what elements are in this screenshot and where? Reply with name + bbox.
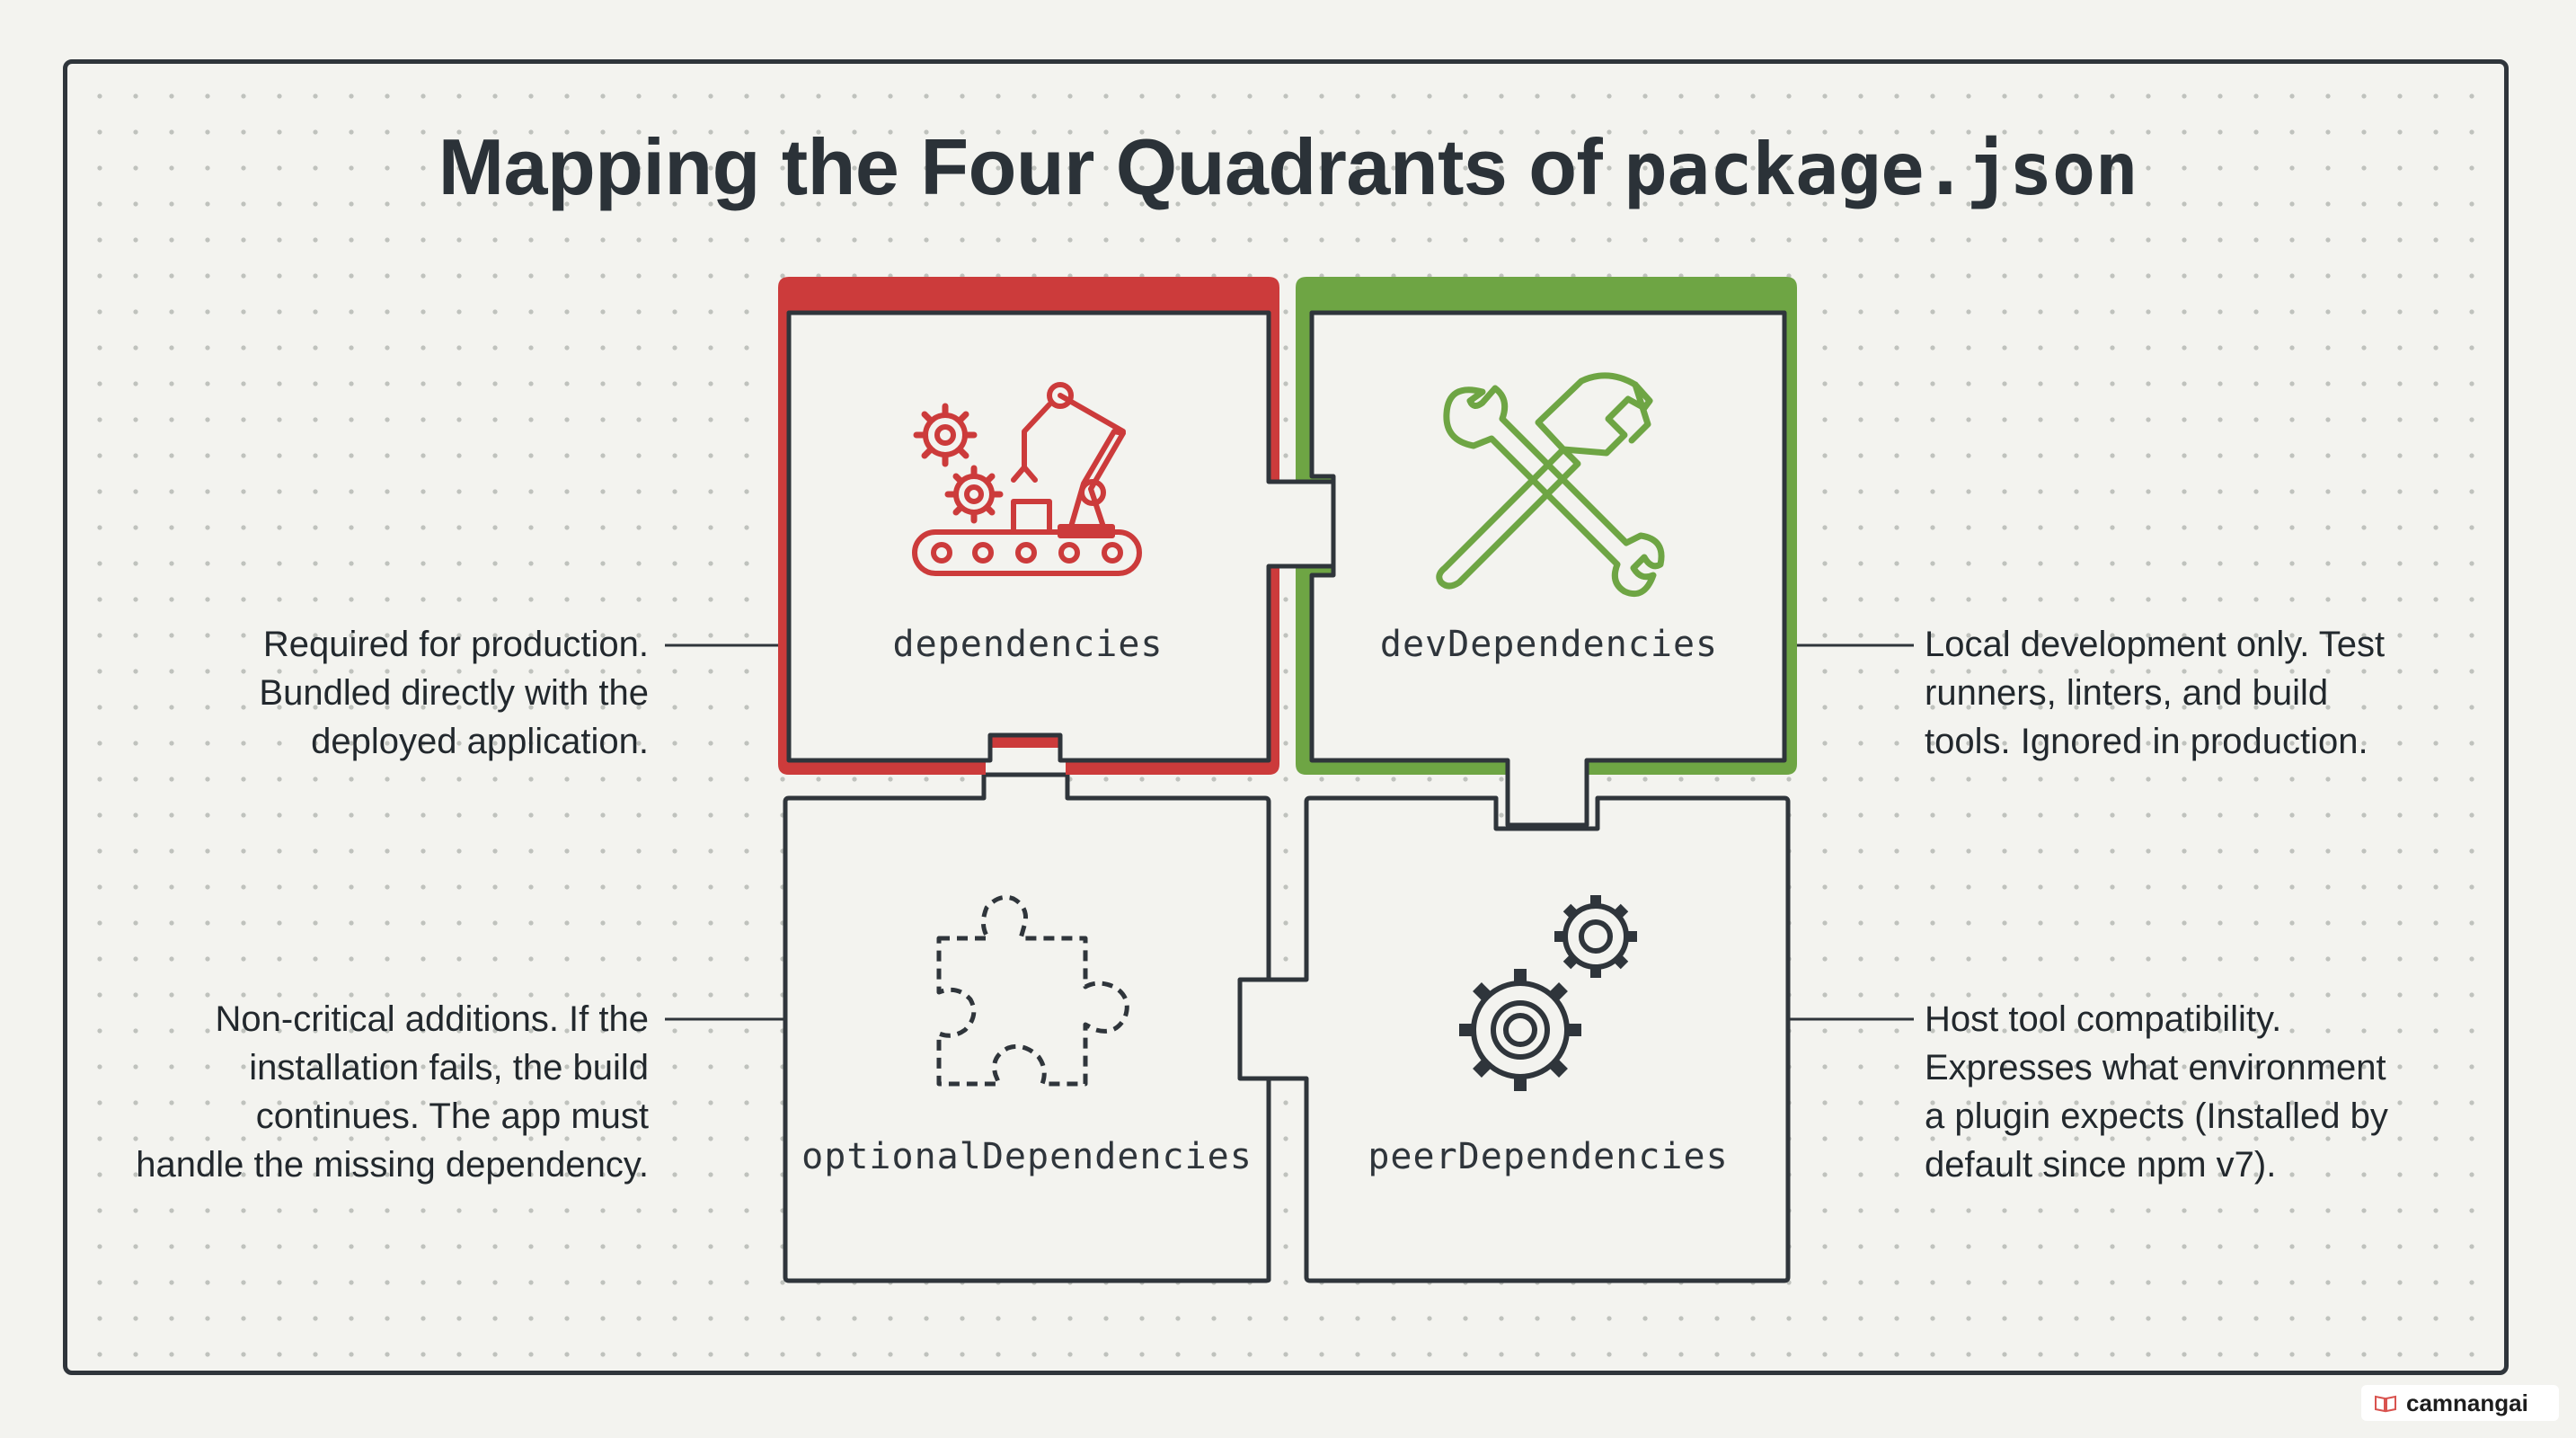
piece-devdependencies	[1269, 277, 1797, 828]
gears-icon	[1459, 895, 1637, 1091]
title-code: package.json	[1624, 128, 2138, 211]
book-icon	[2375, 1395, 2396, 1413]
factory-robot-arm-icon	[912, 382, 1142, 576]
label-optionaldependencies: optionalDependencies	[801, 1136, 1253, 1177]
description-line: a plugin expects (Installed by	[1925, 1096, 2388, 1136]
description-line: default since npm v7).	[1925, 1145, 2277, 1185]
piece-peerdependencies	[1237, 795, 1791, 1283]
label-devdependencies: devDependencies	[1379, 624, 1719, 665]
description-dependencies: Required for production. Bundled directl…	[99, 620, 649, 766]
page-title: Mapping the Four Quadrants of package.js…	[0, 121, 2576, 213]
title-text: Mapping the Four Quadrants of	[438, 122, 1603, 211]
watermark[interactable]: camnangai	[2361, 1385, 2559, 1421]
description-peerdependencies: Host tool compatibility. Expresses what …	[1925, 995, 2482, 1189]
description-line: deployed application.	[311, 722, 649, 761]
label-dependencies: dependencies	[892, 624, 1164, 665]
diagram-frame	[63, 59, 2509, 1375]
description-line: handle the missing dependency.	[136, 1145, 649, 1185]
description-line: Local development only. Test	[1925, 625, 2386, 664]
description-line: Expresses what environment	[1925, 1048, 2386, 1087]
description-line: runners, linters, and build	[1925, 673, 2329, 713]
description-devdependencies: Local development only. Test runners, li…	[1925, 620, 2482, 766]
description-optionaldependencies: Non-critical additions. If the installat…	[90, 995, 649, 1189]
description-line: installation fails, the build	[249, 1048, 649, 1087]
label-peerdependencies: peerDependencies	[1368, 1136, 1729, 1177]
description-line: Bundled directly with the	[259, 673, 649, 713]
dashed-puzzle-piece-icon	[936, 894, 1129, 1087]
wrench-hammer-icon	[1436, 372, 1665, 598]
description-line: Host tool compatibility.	[1925, 999, 2282, 1039]
piece-optionaldependencies	[783, 772, 1271, 1283]
piece-dependencies	[778, 277, 1280, 775]
description-line: Non-critical additions. If the	[215, 999, 649, 1039]
watermark-text: camnangai	[2406, 1389, 2528, 1416]
description-line: Required for production.	[262, 625, 649, 664]
description-line: tools. Ignored in production.	[1925, 722, 2368, 761]
description-line: continues. The app must	[255, 1096, 649, 1136]
